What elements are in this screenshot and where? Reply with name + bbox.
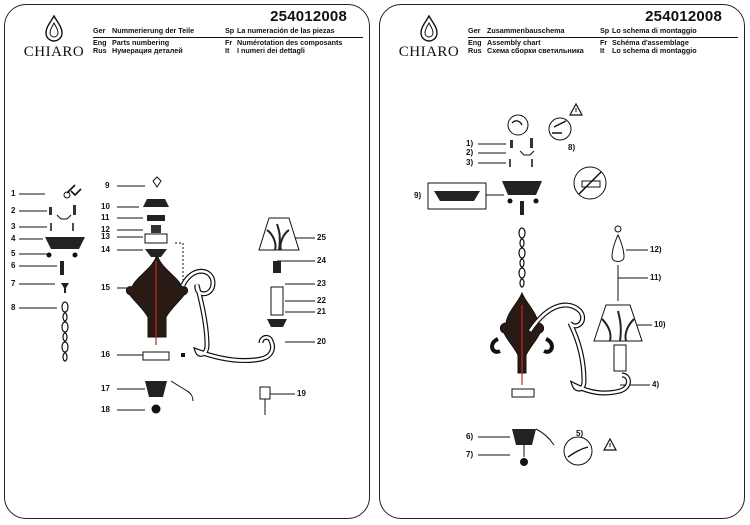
product-code: 254012008 [645, 8, 722, 25]
part-label-9: 9 [105, 181, 110, 190]
assembly-label-7: 7) [466, 450, 474, 459]
assembly-label-1: 1) [466, 139, 474, 148]
part-label-11: 11 [101, 213, 110, 222]
warning-triangle-icon [602, 437, 618, 451]
assembly-label-11: 11) [650, 273, 662, 282]
part-label-1: 1 [11, 189, 16, 198]
chiaro-logo: CHIARO [394, 15, 464, 63]
assembly-label-6: 6) [466, 432, 474, 441]
part-label-15: 15 [101, 283, 110, 292]
part-label-18: 18 [101, 405, 110, 414]
part-label-8: 8 [11, 303, 16, 312]
part-label-13: 13 [101, 232, 110, 241]
assembly-label-8: 8) [568, 143, 576, 152]
logo-brand-text: CHIARO [23, 44, 85, 60]
assembly-drawing [427, 102, 652, 466]
logo-drop-icon [420, 15, 438, 42]
part-label-12: 12 [101, 225, 110, 234]
assembly-label-3: 3) [466, 158, 474, 167]
part-label-4: 4 [11, 234, 16, 243]
part-label-24: 24 [317, 256, 326, 265]
part-label-5: 5 [11, 249, 16, 258]
part-label-6: 6 [11, 261, 16, 270]
part-label-2: 2 [11, 206, 16, 215]
part-label-16: 16 [101, 350, 110, 359]
assembly-label-5: 5) [576, 429, 584, 438]
assembly-label-2: 2) [466, 148, 474, 157]
warning-triangle-icon [568, 102, 584, 116]
part-label-3: 3 [11, 222, 16, 231]
product-code: 254012008 [270, 8, 347, 25]
assembly-label-9: 9) [414, 191, 422, 200]
assembly-label-12: 12) [650, 245, 662, 254]
logo-brand-text: CHIARO [398, 44, 460, 60]
assembly-label-4: 4) [652, 380, 660, 389]
parts-drawing [19, 176, 315, 415]
assembly-label-10: 10) [654, 320, 666, 329]
part-label-7: 7 [11, 279, 16, 288]
part-label-23: 23 [317, 279, 326, 288]
part-label-10: 10 [101, 202, 110, 211]
part-label-20: 20 [317, 337, 326, 346]
logo-drop-icon [45, 15, 63, 42]
part-label-19: 19 [297, 389, 306, 398]
part-label-17: 17 [101, 384, 110, 393]
part-label-22: 22 [317, 296, 326, 305]
part-label-25: 25 [317, 233, 326, 242]
part-label-21: 21 [317, 307, 326, 316]
chiaro-logo: CHIARO [19, 15, 89, 63]
part-label-14: 14 [101, 245, 110, 254]
